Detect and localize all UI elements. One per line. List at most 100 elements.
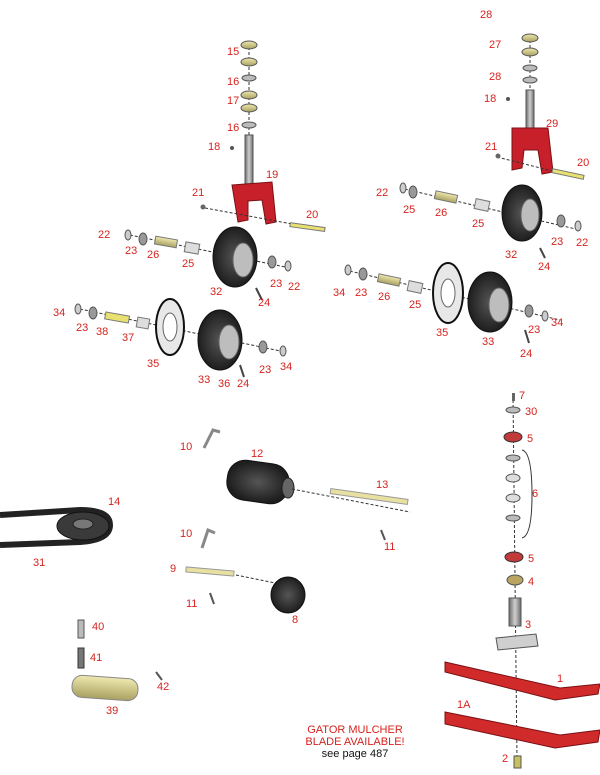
callout-25: 25 [472, 218, 484, 230]
blade-1A [444, 711, 600, 749]
nut-23-b [267, 255, 277, 269]
pin-10-b [200, 527, 216, 549]
washer-16-top [241, 74, 257, 82]
grease-fitting-24-d [524, 329, 530, 344]
callout-18: 18 [484, 93, 496, 105]
grease-fitting-18-right [506, 97, 510, 101]
callout-37: 37 [122, 332, 134, 344]
callout-23: 23 [125, 245, 137, 257]
callout-21: 21 [485, 141, 497, 153]
bracket-6 [521, 449, 533, 539]
washer-34-b [279, 345, 287, 357]
callout-40: 40 [92, 621, 104, 633]
washer-22-c [399, 182, 407, 194]
axle-line-upper [124, 233, 291, 269]
seal-5-top [503, 431, 523, 443]
bearing-6-a [505, 454, 521, 462]
callout-29: 29 [546, 118, 558, 130]
bushing-15-top [240, 40, 258, 50]
roller-12-end [281, 477, 295, 499]
grease-fitting-24-a [255, 287, 263, 301]
bolt-11-b [209, 592, 215, 605]
nut-23-a [138, 232, 148, 246]
bearing-37 [135, 316, 151, 330]
blade-1 [444, 661, 600, 701]
nut-25-b [408, 185, 418, 199]
bushing-17-top [240, 90, 258, 100]
callout-13: 13 [376, 479, 388, 491]
spacer-26-a [153, 235, 179, 249]
callout-20: 20 [577, 157, 589, 169]
collar-4 [506, 574, 524, 586]
nut-23-e [556, 214, 566, 228]
callout-26: 26 [378, 291, 390, 303]
callout-23: 23 [551, 236, 563, 248]
bushing-27-bottom [521, 47, 539, 57]
spindle-blade-assembly [444, 393, 600, 769]
callout-24: 24 [538, 261, 550, 273]
callout-36: 36 [218, 378, 230, 390]
nut-30 [505, 406, 521, 414]
callout-23: 23 [528, 324, 540, 336]
left-caster-assembly [74, 40, 326, 378]
axle-line-upper-right [399, 187, 581, 231]
rim-32-b [520, 198, 540, 232]
pin-10-a [202, 428, 221, 449]
callout-23: 23 [270, 278, 282, 290]
belt-31 [0, 506, 114, 548]
callout-14: 14 [108, 496, 120, 508]
roller-shaft-line [291, 488, 411, 513]
callout-25: 25 [403, 204, 415, 216]
callout-19: 19 [266, 169, 278, 181]
callout-2: 2 [502, 753, 508, 765]
callout-23: 23 [76, 322, 88, 334]
callout-16: 16 [227, 76, 239, 88]
shaft-9 [185, 566, 235, 577]
note-line-1: GATOR MULCHER [307, 724, 403, 736]
washer-22-d [574, 220, 582, 232]
rim-32-a [232, 242, 254, 278]
callout-35: 35 [436, 327, 448, 339]
nut-21-right [495, 153, 501, 159]
bolt-20-right [551, 168, 585, 180]
roller-assembly [185, 428, 411, 614]
spindle-shaft-3 [508, 597, 522, 627]
callout-23: 23 [259, 364, 271, 376]
callout-27: 27 [489, 39, 501, 51]
nut-23-c [88, 306, 98, 320]
shaft-13 [329, 488, 409, 505]
nut-21 [200, 204, 206, 210]
callout-21: 21 [192, 187, 204, 199]
bushing-15-bottom [240, 57, 258, 67]
callout-28: 28 [480, 9, 492, 21]
caster-fork-19 [231, 181, 277, 225]
bolt-42 [155, 671, 163, 681]
callout-24: 24 [237, 378, 249, 390]
pulley-14-hub [72, 518, 94, 530]
mulcher-blade-note: GATOR MULCHER BLADE AVAILABLE! see page … [290, 724, 420, 760]
washer-28-bottom [522, 76, 538, 84]
bushing-17-bottom [240, 103, 258, 113]
callout-23: 23 [355, 287, 367, 299]
callout-24: 24 [258, 297, 270, 309]
callout-8: 8 [292, 614, 298, 626]
spacer-ring-35-a-hole [162, 312, 178, 342]
callout-12: 12 [251, 448, 263, 460]
callout-6: 6 [532, 488, 538, 500]
callout-35: 35 [147, 358, 159, 370]
callout-34: 34 [280, 361, 292, 373]
axle-tube-39 [71, 674, 139, 702]
bolt-2 [513, 755, 522, 769]
callout-31: 31 [33, 557, 45, 569]
callout-30: 30 [525, 406, 537, 418]
bearing-6-b [505, 473, 521, 483]
callout-33: 33 [482, 336, 494, 348]
callout-1A: 1A [457, 699, 471, 711]
bolt-7 [512, 393, 515, 401]
spindle-base-3 [495, 633, 539, 651]
washer-28-top [522, 64, 538, 72]
washer-34-c [344, 264, 352, 276]
callout-5: 5 [527, 433, 533, 445]
callout-4: 4 [528, 576, 534, 588]
